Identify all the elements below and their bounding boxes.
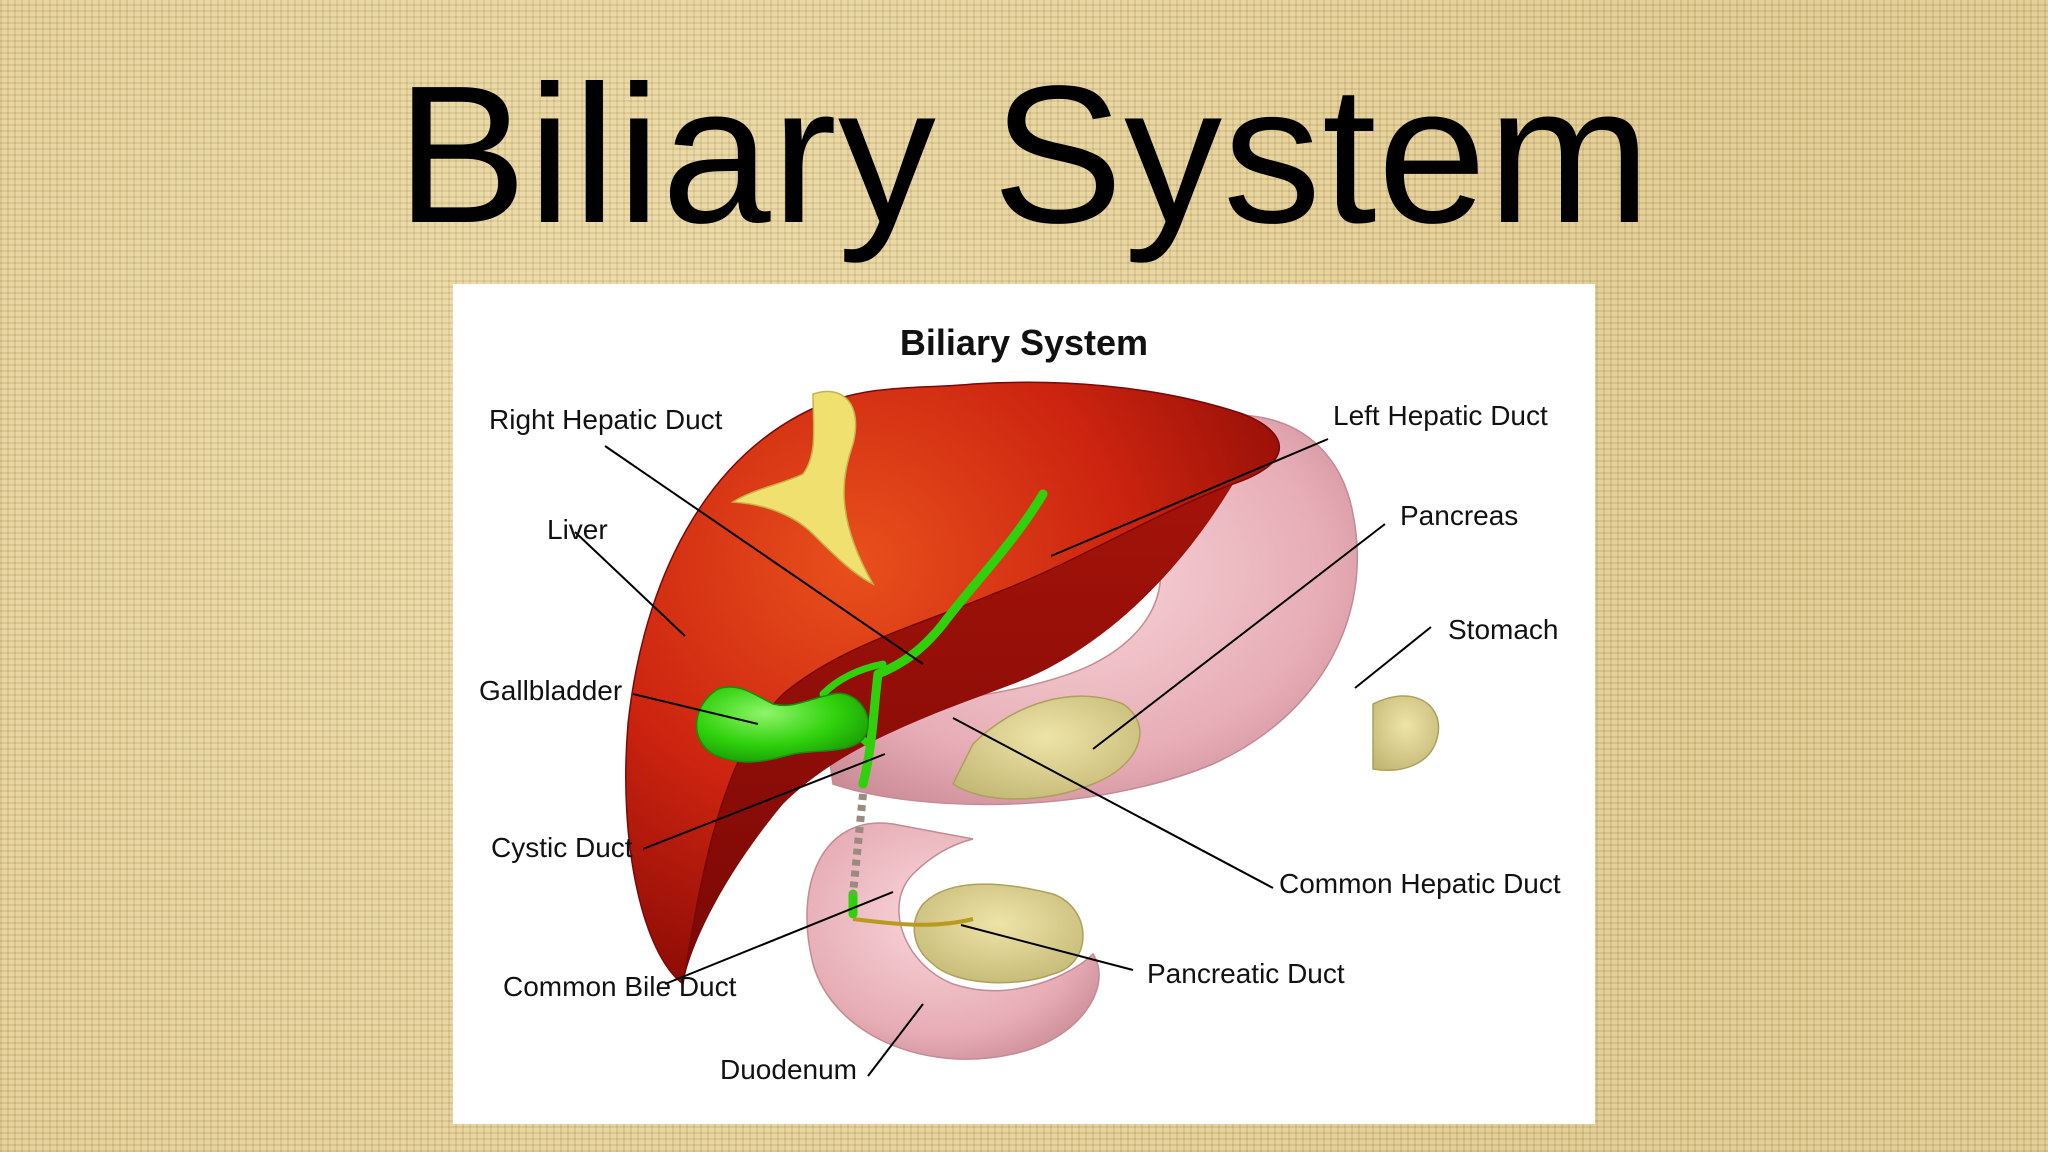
label-stomach: Stomach	[1448, 614, 1559, 645]
pancreas-body	[952, 695, 1141, 800]
ligament-shape	[730, 390, 875, 586]
label-cystic-duct: Cystic Duct	[491, 832, 633, 863]
label-common-hepatic-duct: Common Hepatic Duct	[1279, 868, 1561, 899]
label-pancreatic-duct: Pancreatic Duct	[1147, 958, 1345, 989]
diagram-panel: Biliary System Right Hepatic Duct Left H…	[453, 284, 1595, 1124]
label-pancreas: Pancreas	[1400, 500, 1519, 531]
stomach-shape	[822, 414, 1359, 806]
liver-shape	[625, 381, 1281, 986]
pancreatic-duct-shape	[852, 917, 974, 927]
diagram-title: Biliary System	[899, 322, 1149, 363]
slide-title: Biliary System	[396, 45, 1652, 264]
label-liver: Liver	[547, 514, 608, 545]
label-left-hepatic-duct: Left Hepatic Duct	[1333, 400, 1548, 431]
pancreas-head	[913, 883, 1084, 984]
biliary-diagram-svg	[574, 381, 1440, 1077]
label-duodenum: Duodenum	[720, 1054, 857, 1085]
leader-lines	[574, 438, 1432, 1077]
pancreas-tail	[1372, 695, 1440, 771]
label-common-bile-duct: Common Bile Duct	[503, 971, 737, 1002]
duodenum-shape	[806, 822, 1100, 1060]
label-right-hepatic-duct: Right Hepatic Duct	[489, 404, 723, 435]
label-gallbladder: Gallbladder	[479, 675, 623, 706]
liver-underside	[683, 434, 1233, 984]
gallbladder-shape	[696, 686, 869, 763]
common-bile-duct-dashed	[849, 793, 867, 895]
